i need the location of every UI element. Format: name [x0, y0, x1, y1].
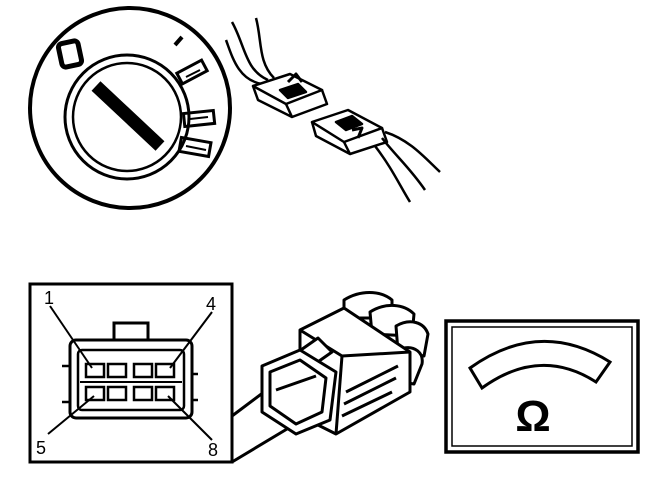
connector-disconnect-icon — [224, 17, 441, 203]
ohm-symbol: Ω — [515, 392, 550, 441]
pin-label-8: 8 — [208, 440, 218, 460]
pin-label-4: 4 — [206, 294, 216, 314]
connector-face-view-icon — [28, 282, 234, 464]
ohmmeter-icon — [444, 319, 640, 454]
pin-label-1: 1 — [44, 288, 54, 308]
ignition-switch-off-icon — [28, 6, 232, 210]
pin-label-5: 5 — [36, 438, 46, 458]
connector-body-icon — [231, 291, 430, 464]
